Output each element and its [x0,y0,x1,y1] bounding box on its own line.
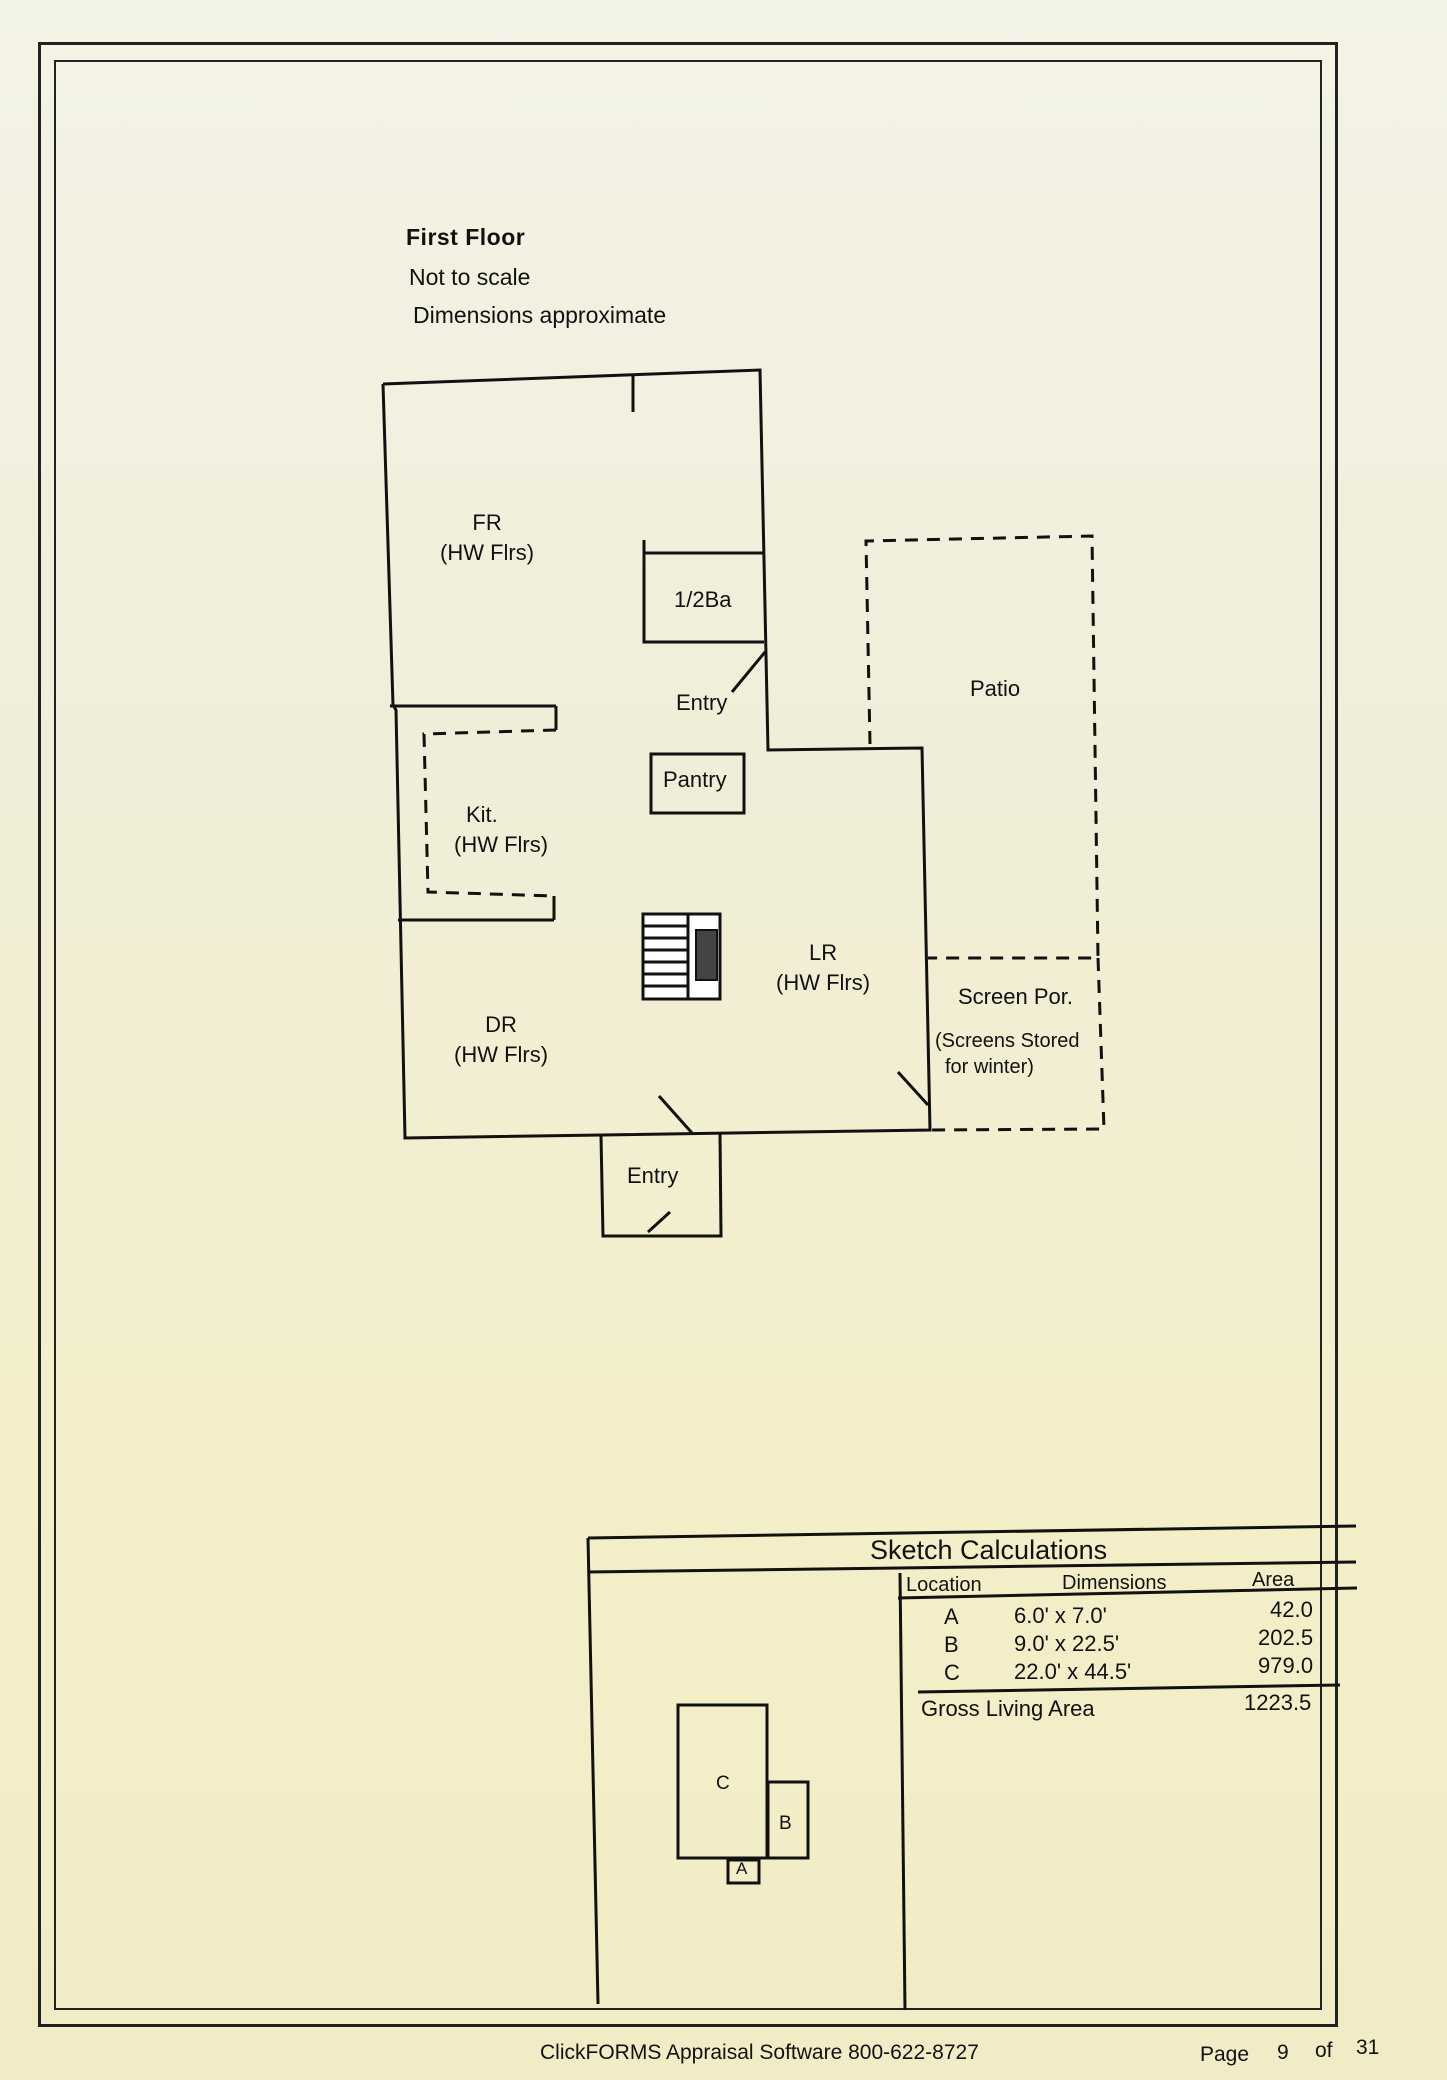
room-entry-upper-label: Entry [676,690,728,715]
footprint-sketch [676,1703,810,1885]
row-c-dimensions: 22.0' x 44.5' [1014,1659,1132,1684]
sketch-title: First Floor [406,224,526,250]
row-a-dimensions: 6.0' x 7.0' [1014,1603,1107,1628]
room-fr-label: FR(HW Flrs) [440,510,535,565]
page-border-inner [54,60,1322,2010]
room-kitchen-label: Kit.(HW Flrs) [454,802,549,857]
col-header-location: Location [906,1574,982,1596]
room-half-bath-label: 1/2Ba [674,587,732,612]
footer-software: ClickFORMS Appraisal Software 800-622-87… [540,2041,979,2064]
footer-page-number: 9 [1277,2041,1289,2064]
sketch-calc-title: Sketch Calculations [870,1535,1108,1565]
gross-living-area-label: Gross Living Area [921,1696,1095,1721]
row-c-area: 979.0 [1258,1653,1314,1678]
room-lr-label: LR(HW Flrs) [776,940,871,995]
stairs-icon [641,912,722,1001]
footer-page-total: 31 [1356,2036,1380,2059]
footer-page-label: Page [1200,2043,1250,2066]
col-header-area: Area [1252,1569,1295,1591]
footprint-label-c: C [716,1773,730,1794]
scale-note: Not to scale [409,264,531,290]
screen-porch-label: Screen Por. [958,984,1073,1009]
row-a-location: A [944,1604,959,1629]
dimensions-note: Dimensions approximate [413,302,667,328]
row-c-location: C [944,1660,960,1685]
footprint-label-b: B [779,1813,792,1834]
room-entry-lower-label: Entry [627,1163,679,1188]
page-border-outer [38,42,1338,2027]
gross-living-area-value: 1223.5 [1244,1690,1312,1715]
row-a-area: 42.0 [1270,1597,1313,1622]
patio-label: Patio [970,676,1021,701]
room-dr-label: DR(HW Flrs) [454,1012,549,1067]
footer-of-label: of [1315,2039,1333,2062]
col-header-dimensions: Dimensions [1062,1572,1167,1594]
footprint-label-a: A [736,1859,748,1878]
row-b-area: 202.5 [1258,1625,1314,1650]
row-b-location: B [944,1632,959,1657]
room-pantry-label: Pantry [663,767,727,792]
row-b-dimensions: 9.0' x 22.5' [1014,1631,1120,1656]
sketch-calc-box [586,1524,1358,2011]
